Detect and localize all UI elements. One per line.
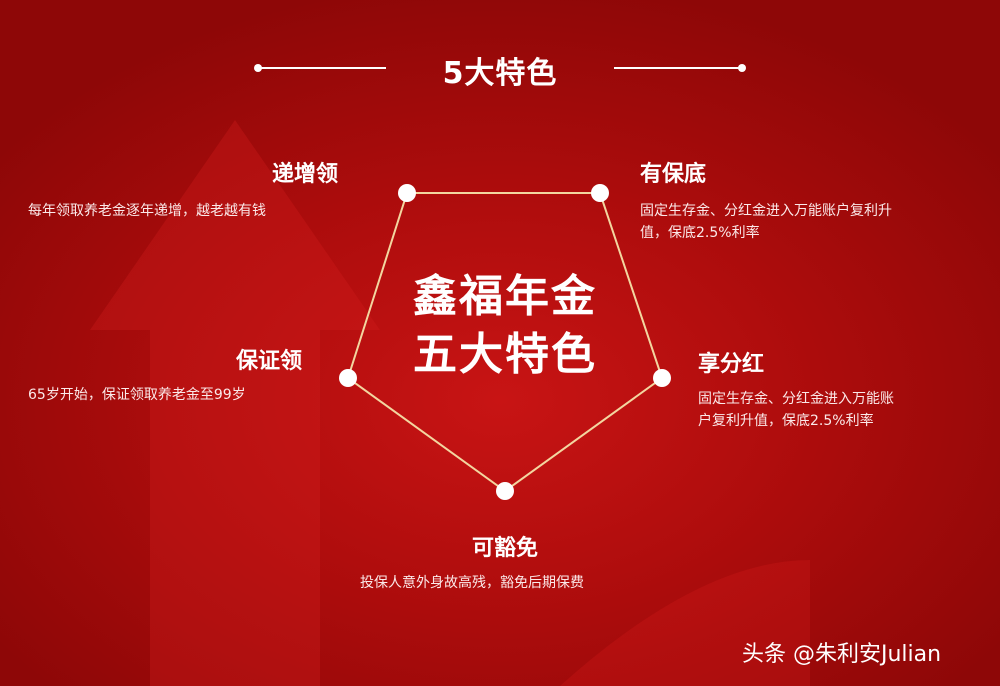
pentagon-outline bbox=[346, 192, 664, 493]
feature-desc-mid-right-line2: 户复利升值，保底2.5%利率 bbox=[698, 413, 874, 429]
feature-title-top-right: 有保底 bbox=[640, 162, 707, 187]
title-dot-right bbox=[738, 64, 746, 72]
feature-title-mid-right: 享分红 bbox=[698, 352, 765, 377]
node-top-left bbox=[398, 184, 416, 202]
feature-title-top-left: 递增领 bbox=[272, 162, 339, 187]
node-bottom bbox=[496, 482, 514, 500]
node-left bbox=[339, 369, 357, 387]
title-line-right bbox=[614, 67, 742, 69]
feature-desc-mid-right-line1: 固定生存金、分红金进入万能账 bbox=[698, 391, 894, 407]
feature-desc-top-right-line1: 固定生存金、分红金进入万能账户复利升 bbox=[640, 203, 892, 219]
feature-desc-mid-right: 固定生存金、分红金进入万能账 户复利升值，保底2.5%利率 bbox=[698, 388, 894, 432]
node-top-right bbox=[591, 184, 609, 202]
feature-title-mid-left: 保证领 bbox=[236, 349, 303, 374]
feature-title-bottom: 可豁免 bbox=[472, 536, 539, 561]
feature-desc-top-right: 固定生存金、分红金进入万能账户复利升 值，保底2.5%利率 bbox=[640, 200, 892, 244]
node-right bbox=[653, 369, 671, 387]
title-line-left bbox=[258, 67, 386, 69]
feature-desc-top-right-line2: 值，保底2.5%利率 bbox=[640, 225, 760, 241]
watermark: 头条 @朱利安Julian bbox=[742, 642, 942, 667]
title-dot-left bbox=[254, 64, 262, 72]
feature-desc-mid-left: 65岁开始，保证领取养老金至99岁 bbox=[28, 387, 246, 403]
center-title-line2: 五大特色 bbox=[413, 329, 597, 380]
feature-desc-top-left: 每年领取养老金逐年递增，越老越有钱 bbox=[28, 203, 266, 219]
center-title: 鑫福年金 五大特色 bbox=[395, 268, 615, 384]
center-title-line1: 鑫福年金 bbox=[413, 271, 597, 322]
feature-desc-bottom: 投保人意外身故高残，豁免后期保费 bbox=[360, 575, 584, 591]
page-title: 5大特色 bbox=[442, 56, 558, 91]
